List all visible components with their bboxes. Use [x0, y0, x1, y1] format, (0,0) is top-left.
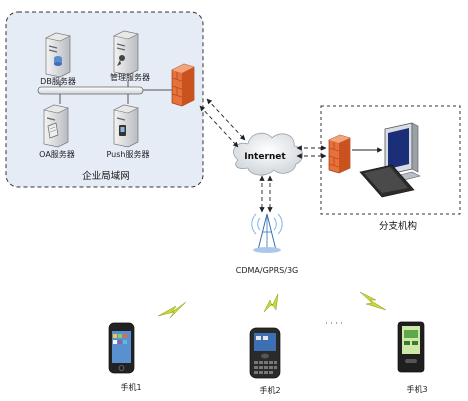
management-server-label: 管理服务器	[110, 72, 150, 82]
oa-server-icon	[43, 104, 69, 148]
lan-bus	[37, 81, 172, 104]
phone-1-label: 手机1	[120, 382, 141, 392]
cell-tower-icon	[251, 213, 283, 253]
branch-title: 分支机构	[379, 220, 417, 232]
db-server-label: DB服务器	[40, 76, 76, 86]
internet-label: Internet	[244, 152, 286, 162]
push-server-label: Push服务器	[107, 149, 150, 159]
keyboard-icon	[359, 164, 415, 198]
wireless-signal-icon-right	[359, 291, 387, 311]
tower-label: CDMA/GPRS/3G	[236, 266, 298, 275]
phone-1-icon	[108, 322, 135, 374]
lan-firewall-icon	[171, 63, 195, 107]
phone-2-label: 手机2	[259, 385, 280, 395]
phone-3-icon	[397, 321, 425, 373]
pc-monitor-icon	[384, 122, 421, 181]
db-server-icon	[45, 32, 71, 78]
phones-ellipsis: · · · ·	[325, 319, 343, 328]
connector-lan-internet	[199, 98, 246, 148]
connector-internet-branch	[296, 145, 327, 159]
wireless-signal-icon-left	[157, 301, 187, 319]
phone-2-icon	[249, 327, 281, 379]
lan-title: 企业局域网	[82, 170, 130, 182]
oa-server-label: OA服务器	[39, 149, 75, 159]
management-server-icon	[113, 30, 139, 76]
push-server-icon	[113, 104, 139, 148]
wireless-signal-icon-middle	[263, 293, 279, 313]
connector-internet-tower	[259, 175, 273, 213]
phone-3-label: 手机3	[406, 384, 427, 394]
branch-firewall-icon	[328, 134, 351, 174]
